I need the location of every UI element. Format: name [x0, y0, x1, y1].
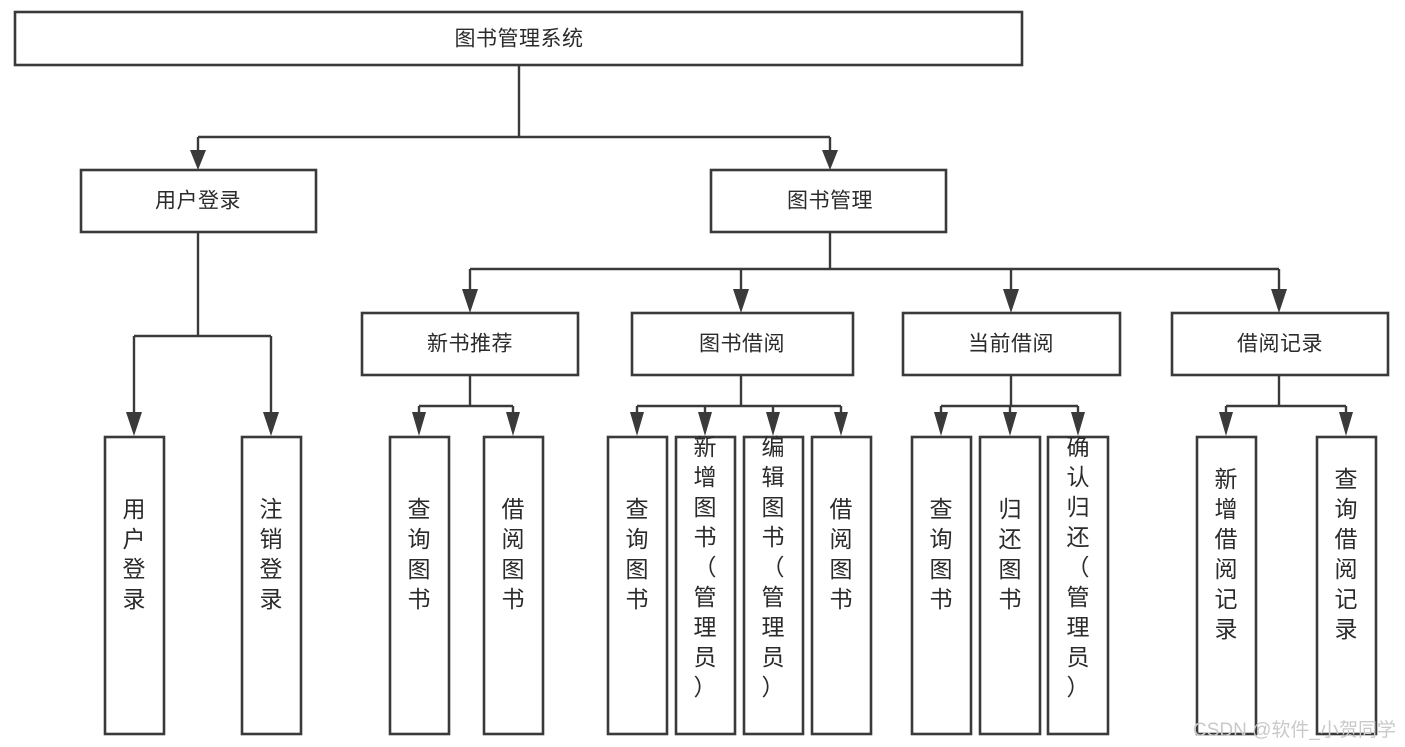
leaf-current-borrow-return-label: 归还图书: [999, 496, 1022, 612]
leaf-book-borrow-add-label: 新增图书（管理员）: [694, 434, 717, 700]
leaf-book-borrow-borrow-label: 借阅图书: [830, 496, 853, 612]
leaf-user-login-logout[interactable]: 注销登录: [240, 435, 303, 736]
leaf-book-borrow-edit-label: 编辑图书（管理员）: [762, 434, 785, 700]
arrow-head-leaf-book-borrow-4: [834, 412, 848, 436]
node-book-borrow-label: 图书借阅: [699, 333, 785, 356]
arrow-head-leaf-book-borrow-2: [698, 412, 712, 436]
leaf-borrow-record-add-box: [1195, 435, 1258, 736]
arrow-head-leaf-borrow-record-2: [1339, 412, 1353, 436]
leaf-book-borrow-borrow[interactable]: 借阅图书: [810, 435, 873, 736]
node-book-manage[interactable]: 图书管理: [709, 168, 948, 234]
leaf-borrow-record-add[interactable]: 新增借阅记录: [1195, 435, 1258, 736]
leaf-current-borrow-confirm[interactable]: 确认归还（管理员）: [1046, 434, 1110, 736]
arrow-head-leaf-logout: [263, 412, 279, 436]
node-new-book-recommend-box: [360, 311, 580, 377]
node-book-manage-label: 图书管理: [787, 190, 873, 213]
leaf-book-borrow-edit-box: [742, 435, 805, 736]
arrow-head-leaf-current-borrow-3: [1071, 412, 1085, 436]
node-user-login-box: [79, 168, 318, 234]
leaf-user-login-logout-label: 注销登录: [260, 496, 283, 612]
arrow-head-leaf-new-book-1: [412, 412, 426, 436]
leaf-user-login-login-label: 用户登录: [123, 496, 146, 612]
leaf-new-book-query-label: 查询图书: [408, 496, 431, 612]
leaf-borrow-record-query-box: [1315, 435, 1378, 736]
node-new-book-recommend-label: 新书推荐: [427, 333, 513, 356]
node-borrow-record-box: [1170, 311, 1390, 377]
leaf-new-book-query[interactable]: 查询图书: [388, 435, 451, 736]
arrow-head-leaf-user-login: [126, 412, 142, 436]
arrow-head-leaf-new-book-2: [506, 412, 520, 436]
arrow-head-leaf-borrow-record-1: [1219, 412, 1233, 436]
arrow-head-current-borrow: [1003, 289, 1019, 313]
leaf-current-borrow-return[interactable]: 归还图书: [978, 435, 1042, 736]
node-root-system[interactable]: 图书管理系统: [13, 10, 1024, 67]
leaf-new-book-query-box: [388, 435, 451, 736]
arrow-head-leaf-book-borrow-1: [630, 412, 644, 436]
leaf-current-borrow-query-box: [910, 435, 973, 736]
node-current-borrow-label: 当前借阅: [968, 333, 1054, 356]
node-book-manage-box: [709, 168, 948, 234]
node-book-borrow-box: [630, 311, 855, 377]
arrow-head-book-borrow: [733, 289, 749, 313]
leaf-book-borrow-borrow-box: [810, 435, 873, 736]
arrow-head-leaf-book-borrow-3: [766, 412, 780, 436]
arrow-head-borrow-record: [1271, 289, 1287, 313]
leaf-book-borrow-query[interactable]: 查询图书: [606, 435, 669, 736]
node-user-login-label: 用户登录: [155, 190, 241, 213]
node-user-login[interactable]: 用户登录: [79, 168, 318, 234]
leaf-new-book-borrow-box: [482, 435, 545, 736]
leaf-book-borrow-edit[interactable]: 编辑图书（管理员）: [742, 434, 805, 736]
leaf-user-login-login[interactable]: 用户登录: [103, 435, 166, 736]
arrow-head-user-login: [190, 150, 206, 170]
leaf-current-borrow-query[interactable]: 查询图书: [910, 435, 973, 736]
node-root-system-label: 图书管理系统: [455, 28, 584, 51]
leaf-book-borrow-add[interactable]: 新增图书（管理员）: [674, 434, 737, 736]
leaf-book-borrow-query-label: 查询图书: [626, 496, 649, 612]
leaf-user-login-login-box: [103, 435, 166, 736]
leaf-user-login-logout-box: [240, 435, 303, 736]
node-book-borrow[interactable]: 图书借阅: [630, 311, 855, 377]
leaf-current-borrow-query-label: 查询图书: [930, 496, 953, 612]
arrow-head-book-manage: [822, 150, 838, 170]
node-borrow-record-label: 借阅记录: [1237, 333, 1323, 356]
leaf-current-borrow-confirm-box: [1046, 435, 1110, 736]
leaf-current-borrow-confirm-label: 确认归还（管理员）: [1067, 434, 1090, 700]
arrow-head-leaf-current-borrow-2: [1003, 412, 1017, 436]
leaf-new-book-borrow-label: 借阅图书: [502, 496, 525, 612]
leaf-borrow-record-query-label: 查询借阅记录: [1335, 466, 1358, 642]
csdn-watermark: CSDN @软件_小贺同学: [1193, 719, 1396, 741]
leaf-borrow-record-add-label: 新增借阅记录: [1215, 466, 1238, 642]
leaf-borrow-record-query[interactable]: 查询借阅记录: [1315, 435, 1378, 736]
leaf-current-borrow-return-box: [978, 435, 1042, 736]
node-new-book-recommend[interactable]: 新书推荐: [360, 311, 580, 377]
node-root-system-box: [13, 10, 1024, 67]
leaf-book-borrow-query-box: [606, 435, 669, 736]
arrow-head-leaf-current-borrow-1: [934, 412, 948, 436]
leaf-book-borrow-add-box: [674, 435, 737, 736]
node-current-borrow[interactable]: 当前借阅: [901, 311, 1122, 377]
node-borrow-record[interactable]: 借阅记录: [1170, 311, 1390, 377]
node-current-borrow-box: [901, 311, 1122, 377]
connectors-layer: [126, 65, 1353, 436]
leaf-new-book-borrow[interactable]: 借阅图书: [482, 435, 545, 736]
arrow-head-new-book-recommend: [462, 289, 478, 313]
